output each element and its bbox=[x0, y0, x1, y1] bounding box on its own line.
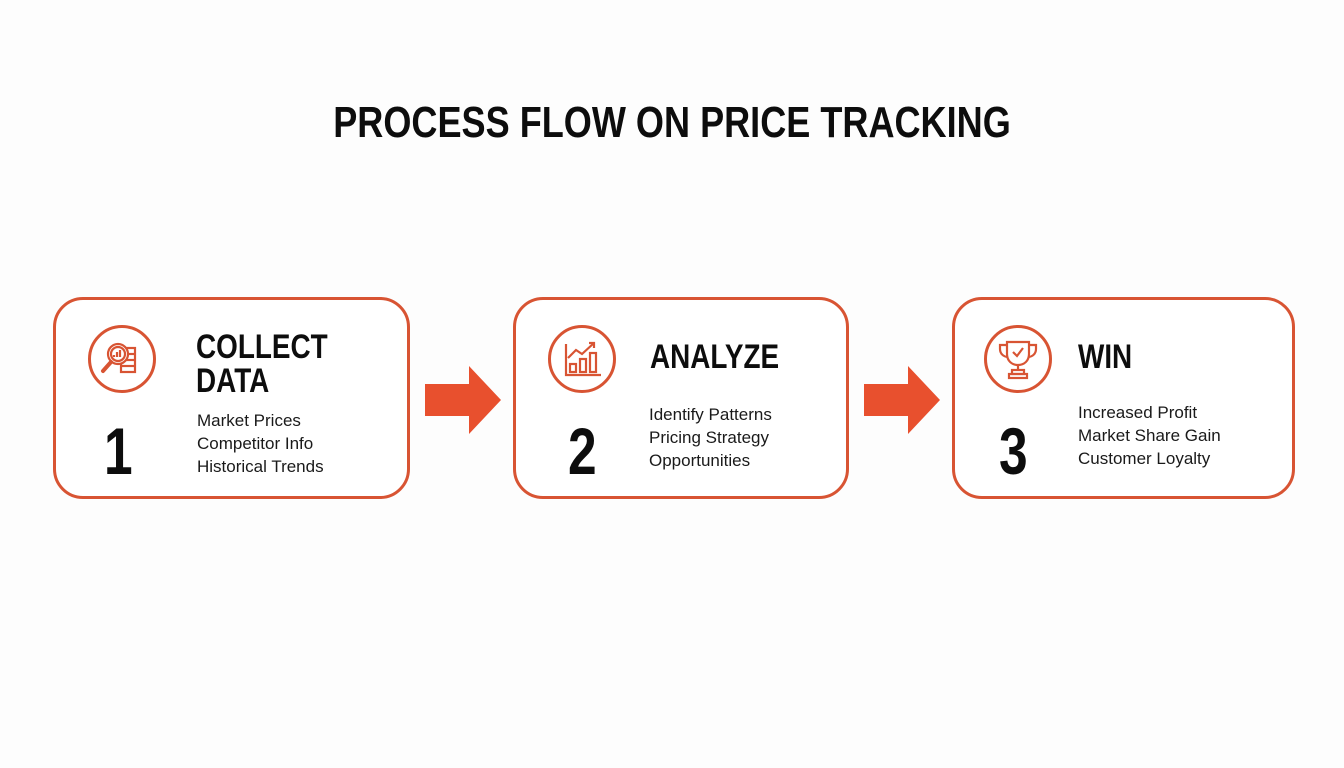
step-card-win: WIN 3 Increased Profit Market Share Gain… bbox=[952, 297, 1295, 499]
step-items: Identify Patterns Pricing Strategy Oppor… bbox=[649, 403, 772, 472]
icon-badge bbox=[88, 325, 156, 393]
list-item: Increased Profit bbox=[1078, 403, 1198, 422]
list-item: Market Prices bbox=[197, 411, 301, 430]
magnifier-chart-icon bbox=[101, 342, 137, 374]
icon-badge bbox=[548, 325, 616, 393]
step-items: Increased Profit Market Share Gain Custo… bbox=[1078, 401, 1221, 470]
list-item: Competitor Info bbox=[197, 434, 314, 453]
list-item: Opportunities bbox=[649, 451, 751, 470]
list-item: Historical Trends bbox=[197, 457, 324, 476]
step-number: 3 bbox=[999, 414, 1028, 488]
growth-chart-icon bbox=[564, 341, 601, 377]
trophy-icon bbox=[998, 340, 1038, 380]
step-items: Market Prices Competitor Info Historical… bbox=[197, 409, 324, 478]
step-heading: WIN bbox=[1078, 338, 1133, 376]
list-item: Pricing Strategy bbox=[649, 428, 769, 447]
arrow-right-icon bbox=[425, 366, 501, 434]
step-card-analyze: ANALYZE 2 Identify Patterns Pricing Stra… bbox=[513, 297, 849, 499]
step-heading: ANALYZE bbox=[650, 338, 780, 376]
arrow-right-icon bbox=[864, 366, 940, 434]
page-title: PROCESS FLOW ON PRICE TRACKING bbox=[333, 98, 1011, 147]
list-item: Customer Loyalty bbox=[1078, 449, 1211, 468]
step-number: 2 bbox=[568, 414, 597, 488]
list-item: Market Share Gain bbox=[1078, 426, 1221, 445]
list-item: Identify Patterns bbox=[649, 405, 772, 424]
step-number: 1 bbox=[104, 414, 133, 488]
icon-badge bbox=[984, 325, 1052, 393]
